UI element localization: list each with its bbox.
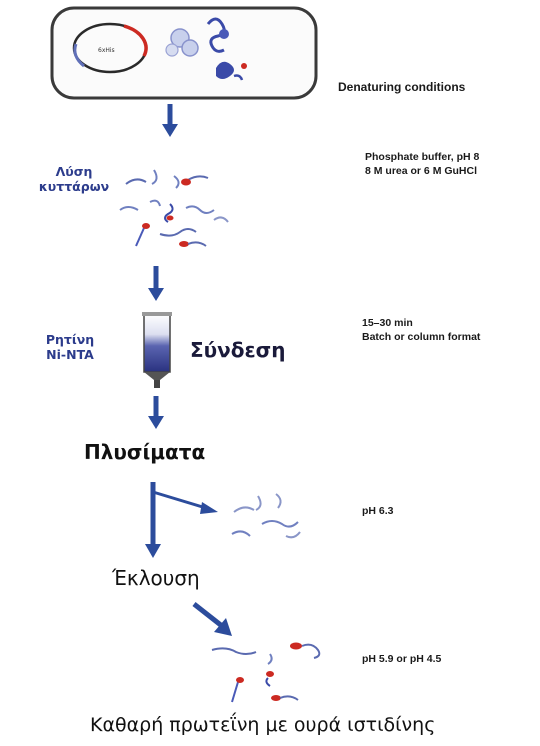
arrow-down-icon	[148, 396, 164, 429]
svg-text:6xHis: 6xHis	[98, 47, 115, 54]
plasmid-icon: 6xHis	[72, 22, 148, 74]
arrow-down-icon	[148, 266, 164, 301]
elution-note: pH 5.9 or pH 4.5	[362, 653, 442, 665]
conditions-header: Denaturing conditions	[338, 80, 466, 94]
binding-label: Σύνδεση	[190, 338, 286, 362]
lysis-label: Λύση κυττάρων	[22, 164, 126, 194]
protein-cluster-icon	[165, 17, 247, 81]
wash-branch-arrow-icon	[145, 482, 218, 558]
binding-note-line1: 15–30 min	[362, 317, 413, 329]
wash-note: pH 6.3	[362, 505, 394, 517]
elution-label: Έκλουση	[112, 566, 200, 590]
lysis-label-line2: κυττάρων	[38, 179, 110, 194]
washed-contaminants-illustration	[231, 493, 301, 539]
lysis-label-line1: Λύση	[55, 164, 93, 179]
cell-illustration: 6xHis	[48, 4, 320, 102]
column-icon	[142, 312, 172, 388]
binding-note: 15–30 min Batch or column format	[362, 316, 480, 344]
arrow-diagonal-icon	[192, 602, 232, 636]
lysis-note-line2: 8 M urea or 6 M GuHCl	[365, 165, 478, 177]
resin-label: Ρητίνη Ni-NTA	[20, 332, 120, 362]
binding-note-line2: Batch or column format	[362, 331, 481, 343]
lysis-note: Phosphate buffer, pH 8 8 M urea or 6 M G…	[365, 150, 479, 178]
resin-label-line2: Ni-NTA	[46, 347, 94, 362]
lysis-note-line1: Phosphate buffer, pH 8	[365, 151, 480, 163]
purified-protein-illustration	[211, 642, 321, 703]
wash-label: Πλυσίματα	[84, 440, 206, 464]
cell-drawing: 6xHis	[50, 6, 318, 100]
arrow-down-icon	[162, 104, 178, 137]
resin-label-line1: Ρητίνη	[45, 332, 95, 347]
lysate-proteins-illustration	[119, 169, 229, 247]
result-label: Καθαρή πρωτεΐνη με ουρά ιστιδίνης	[90, 714, 436, 736]
